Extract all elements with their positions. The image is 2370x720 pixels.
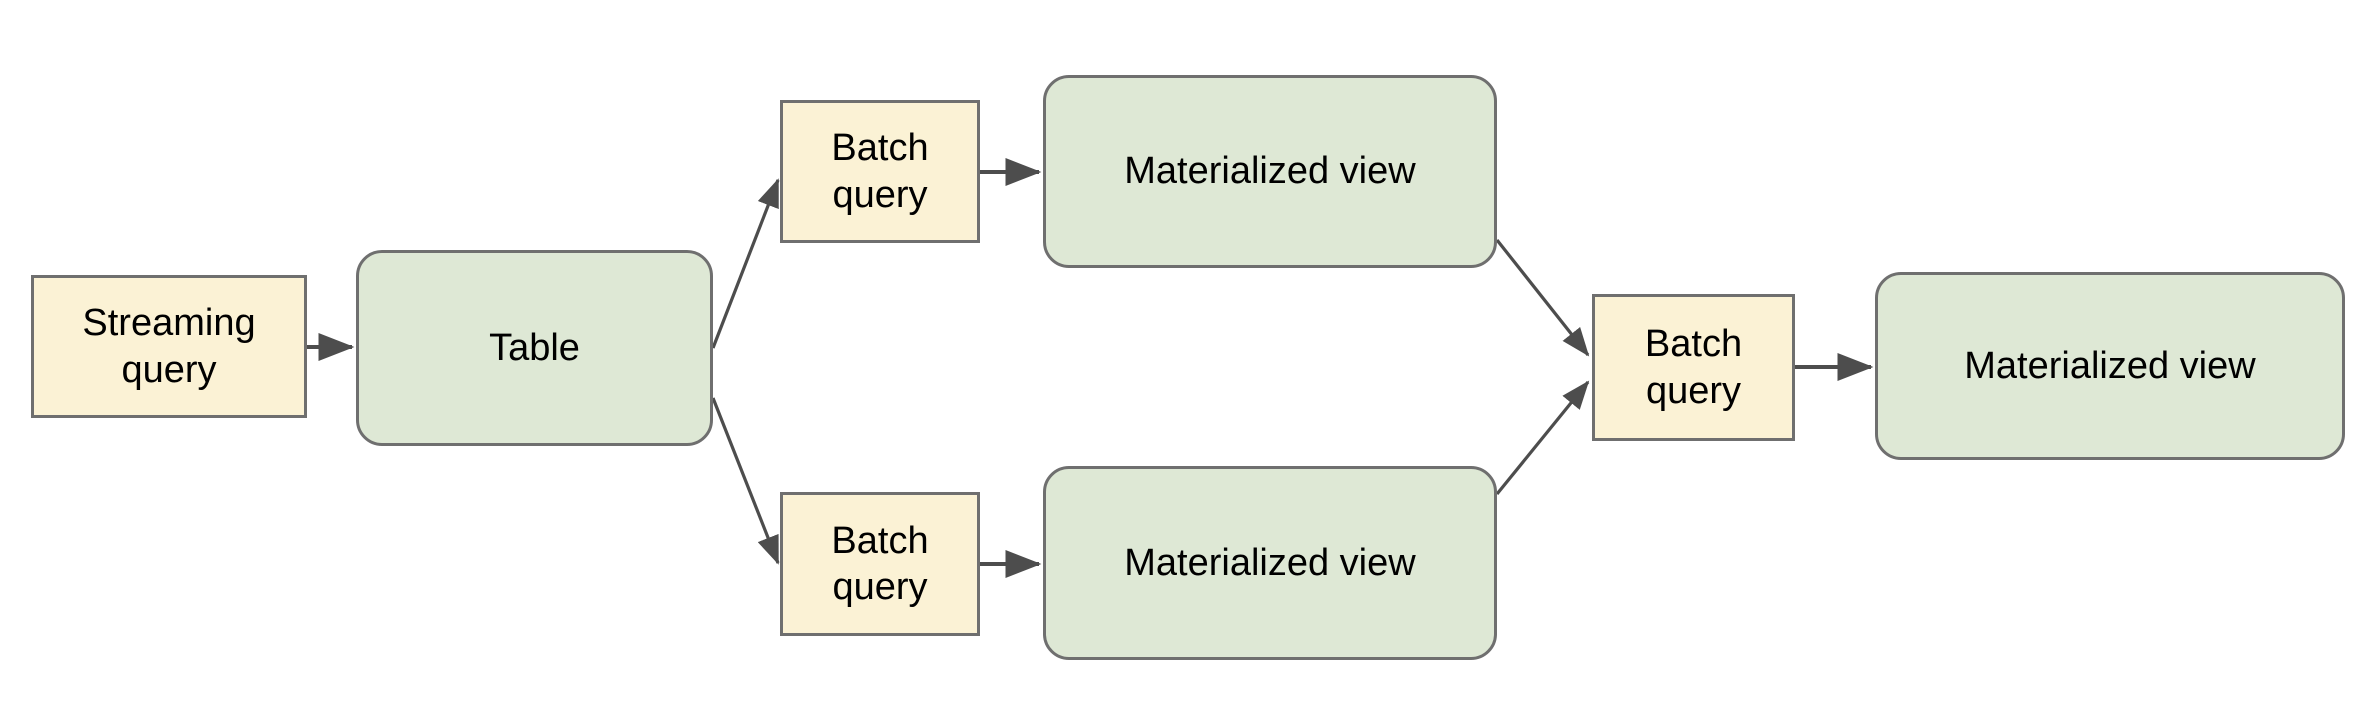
node-batch-query-merge[interactable]: Batch query [1592,294,1795,441]
connector-materialized-view-top-to-batch-query-merge [1495,239,1590,357]
node-label-materialized-view-final: Materialized view [1964,344,2256,387]
node-batch-query-bottom[interactable]: Batch query [780,492,980,636]
node-table[interactable]: Table [356,250,713,446]
node-label-materialized-view-top: Materialized view [1124,150,1416,193]
connector-materialized-view-bottom-to-batch-query-merge [1495,380,1590,496]
node-materialized-view-top[interactable]: Materialized view [1043,75,1497,268]
node-streaming-query[interactable]: Streaming query [31,275,307,418]
connector-table-to-batch-query-top [711,178,780,349]
connector-table-to-batch-query-bottom [711,397,780,565]
node-label-batch-query-bottom: Batch query [831,519,929,608]
node-label-materialized-view-bottom: Materialized view [1124,541,1416,584]
node-batch-query-top[interactable]: Batch query [780,100,980,243]
node-label-batch-query-top: Batch query [831,127,929,216]
node-label-streaming-query: Streaming query [82,302,256,391]
node-label-table: Table [489,326,580,369]
node-label-batch-query-merge: Batch query [1644,323,1743,412]
node-materialized-view-bottom[interactable]: Materialized view [1043,466,1497,660]
node-materialized-view-final[interactable]: Materialized view [1875,272,2345,460]
